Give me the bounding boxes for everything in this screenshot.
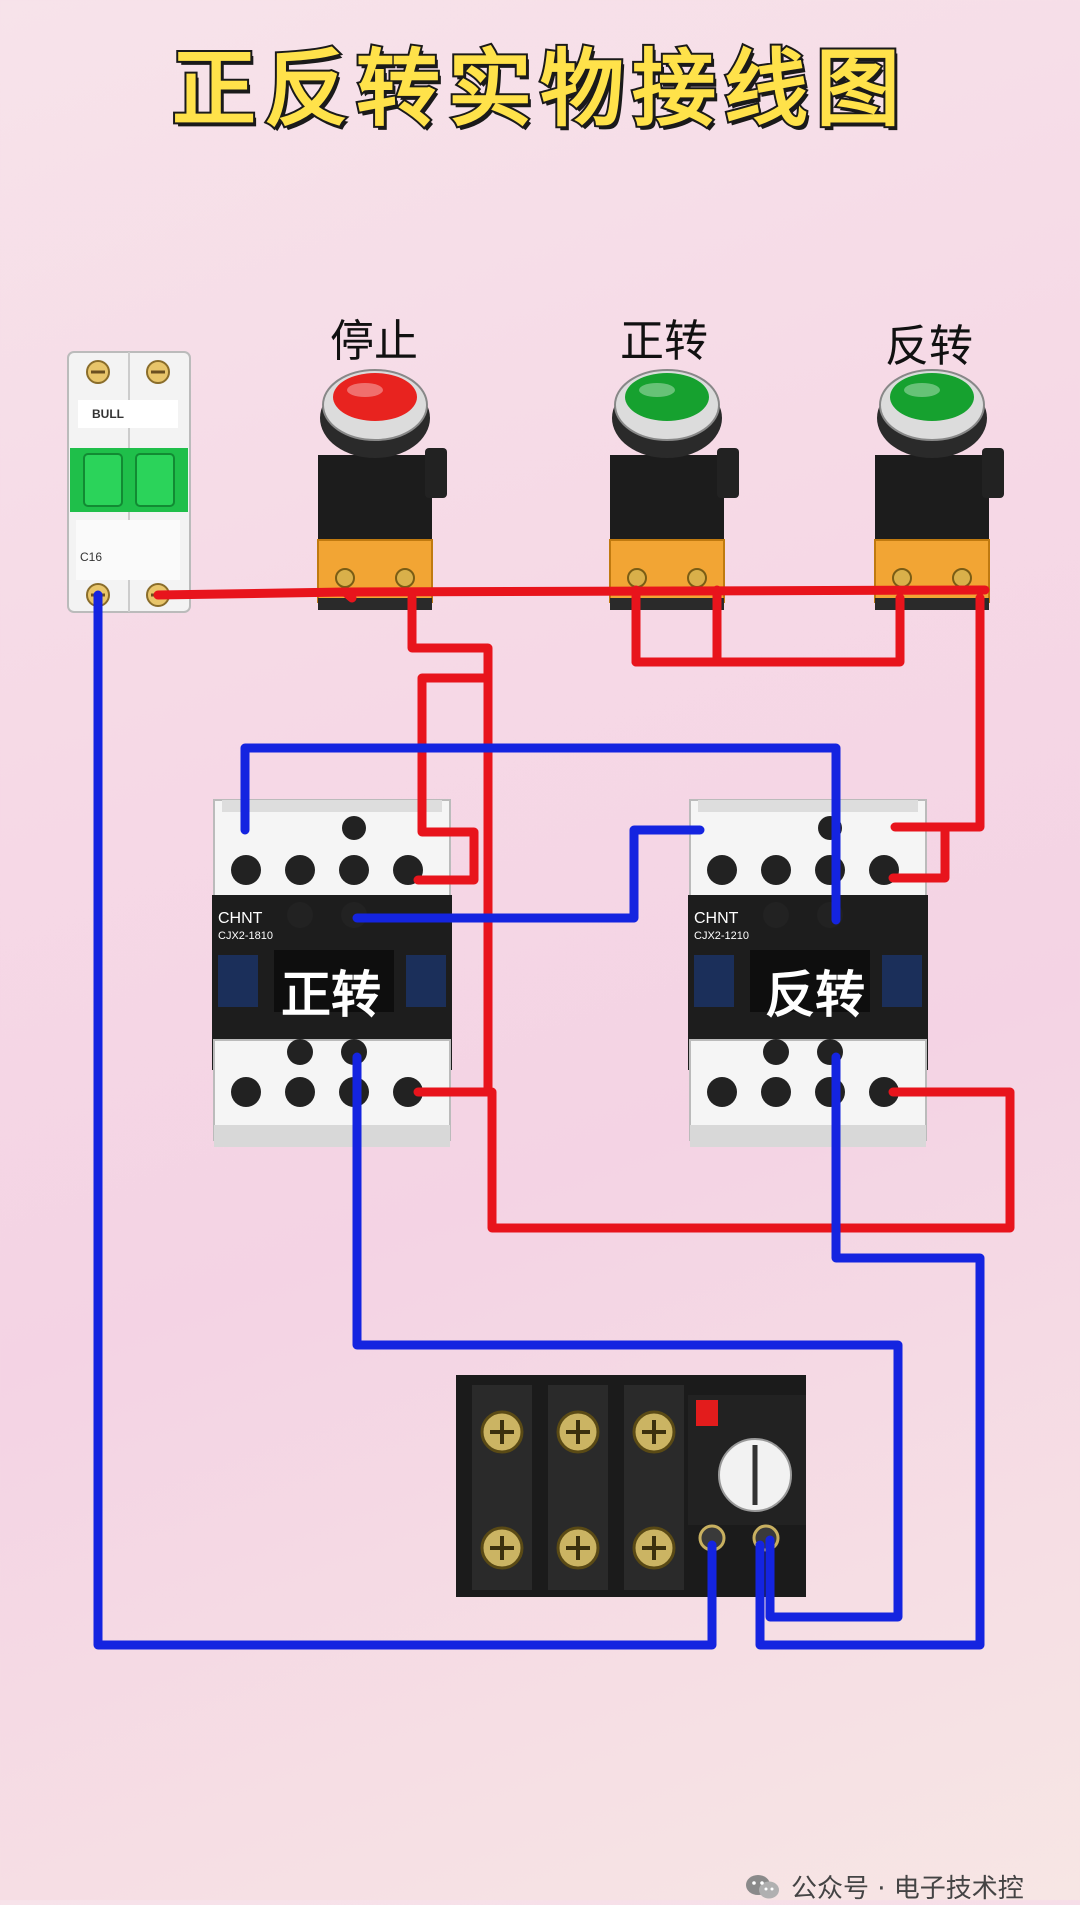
breaker-rating: C16 [80,550,103,564]
contactor-forward-brand: CHNT [218,910,263,927]
push-button-forward [609,369,739,610]
page-title: 正反转实物接线图 [170,38,908,140]
breaker-brand: BULL [92,407,124,421]
contactor-reverse-label: 反转 [765,966,865,1024]
contactor-reverse [688,799,928,1147]
watermark: 公众号 · 电子技术控 [745,1868,1024,1905]
contactor-reverse-brand: CHNT [694,910,739,927]
contactor-forward-label: 正转 [281,966,381,1024]
forward-button-label: 正转 [620,316,708,367]
push-button-reverse [874,369,1004,610]
button-cap-1 [625,373,709,421]
button-cap-0 [333,373,417,421]
red-wires [153,585,1015,1233]
button-cap-2 [890,373,974,421]
wechat-icon [746,1874,779,1898]
contactor-reverse-model: CJX2-1210 [694,930,750,942]
contactor-forward-model: CJX2-1810 [218,930,274,942]
blue-wires [93,590,985,1650]
circuit-breaker [67,351,191,613]
stop-button-label: 停止 [330,316,418,367]
push-button-stop [317,369,447,610]
watermark-text: 公众号 · 电子技术控 [791,1874,1024,1904]
thermal-overload-relay [456,1375,806,1597]
reverse-button-label: 反转 [885,321,973,372]
